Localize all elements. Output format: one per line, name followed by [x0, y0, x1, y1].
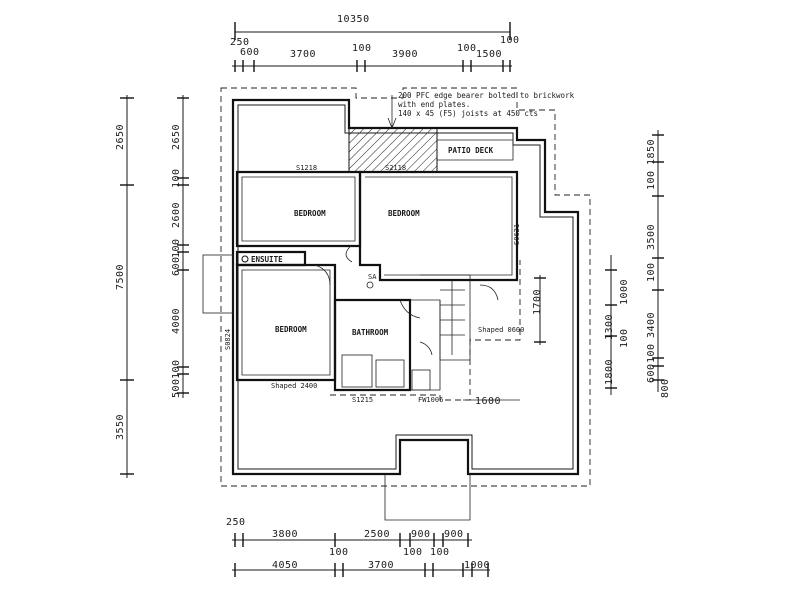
- left-side-box: [202, 254, 234, 314]
- dim-left-2600: 2600: [171, 202, 182, 228]
- dim-bottom-100c: 100: [430, 547, 450, 558]
- dim-right-800: 800: [660, 378, 671, 398]
- dim-left-3550: 3550: [115, 414, 126, 440]
- left-dimension-lines: [120, 95, 189, 478]
- room-label-bedroom-lower-left: BEDROOM: [275, 325, 307, 334]
- patio-deck-outline: [437, 139, 514, 161]
- dim-right-3500: 3500: [646, 224, 657, 250]
- dim-top-3700: 3700: [290, 49, 316, 60]
- door-swings: [314, 244, 499, 356]
- bearer-note-arrow-icon: [387, 117, 397, 130]
- window-label-s2118: S2118: [385, 164, 406, 172]
- label-sa: SA: [368, 273, 377, 281]
- dim-left-600: 600: [171, 256, 182, 276]
- dim-top-100a: 100: [352, 43, 372, 54]
- room-label-patio-deck: PATIO DECK: [448, 146, 494, 155]
- dim-left-100b: 100: [171, 238, 182, 258]
- dim-left-500: 500: [171, 378, 182, 398]
- dim-top-100c: 100: [500, 35, 520, 46]
- dim-top-600: 600: [240, 47, 260, 58]
- dim-1600: 1600: [475, 396, 501, 407]
- window-label-shaped-0600: Shaped 0600: [478, 326, 524, 334]
- window-label-s0824: S0824: [224, 329, 232, 350]
- window-label-fw1006: FW1006: [418, 396, 443, 404]
- dim-bottom-2500: 2500: [364, 529, 390, 540]
- room-label-ensuite: ENSUITE: [251, 255, 283, 264]
- dim-bottom-250: 250: [226, 517, 246, 528]
- dim-bottom-3700: 3700: [368, 560, 394, 571]
- dim-right-1850: 1850: [646, 139, 657, 165]
- window-label-s1218: S1218: [296, 164, 317, 172]
- room-label-bedroom-upper-left: BEDROOM: [294, 209, 326, 218]
- dim-bottom-900b: 900: [444, 529, 464, 540]
- bearer-hatched-area: [348, 127, 438, 173]
- dim-left-2650-outer: 2650: [115, 124, 126, 150]
- ensuite-marker-icon: [241, 255, 249, 263]
- deck-outline-dashed: [220, 87, 591, 487]
- dim-left-7500: 7500: [115, 264, 126, 290]
- bottom-dimension-lines: [232, 533, 490, 577]
- dim-right-100b: 100: [646, 262, 657, 282]
- note-bearer: 200 PFC edge bearer bolted to brickwork: [398, 91, 575, 100]
- note-bearer-line2: with end plates.: [398, 100, 470, 109]
- top-dimension-lines: [232, 22, 512, 72]
- dim-left-100a: 100: [171, 168, 182, 188]
- dim-top-250: 250: [230, 37, 250, 48]
- dim-right-1800: 1800: [604, 359, 615, 385]
- bottom-porch: [384, 474, 471, 521]
- dim-right-3400: 3400: [646, 312, 657, 338]
- bathroom-fixtures: [341, 281, 431, 391]
- dim-right-stair-1700: 1700: [532, 289, 543, 315]
- dim-bottom-4050: 4050: [272, 560, 298, 571]
- room-label-bathroom: BATHROOM: [352, 328, 389, 337]
- right-dimension-lines: [534, 130, 664, 395]
- window-label-shaped-2400: Shaped 2400: [271, 382, 317, 390]
- dim-top-100b: 100: [457, 43, 477, 54]
- dim-right-100c: 100: [646, 343, 657, 363]
- window-label-s1215: S1215: [352, 396, 373, 404]
- dim-right-100a: 100: [646, 170, 657, 190]
- dim-right-600: 600: [646, 363, 657, 383]
- dim-bottom-1000: 1000: [464, 560, 490, 571]
- interior-walls: [235, 170, 519, 392]
- dim-bottom-3800: 3800: [272, 529, 298, 540]
- dim-top-1500: 1500: [476, 49, 502, 60]
- dim-right-100d: 100: [619, 328, 630, 348]
- dim-bottom-100b: 100: [403, 547, 423, 558]
- dim-right-1000: 1000: [619, 279, 630, 305]
- dim-top-3900: 3900: [392, 49, 418, 60]
- dim-right-1300: 1300: [604, 314, 615, 340]
- dim-bottom-100a: 100: [329, 547, 349, 558]
- dim-bottom-900a: 900: [411, 529, 431, 540]
- dim-left-2650-inner: 2650: [171, 124, 182, 150]
- dim-top-overall: 10350: [337, 14, 370, 25]
- window-label-s0621: S0621: [513, 224, 521, 245]
- dim-left-100c: 100: [171, 359, 182, 379]
- room-label-bedroom-upper-right: BEDROOM: [388, 209, 420, 218]
- dim-left-4000: 4000: [171, 308, 182, 334]
- note-joists: 140 x 45 (F5) joists at 450 cts: [398, 109, 538, 118]
